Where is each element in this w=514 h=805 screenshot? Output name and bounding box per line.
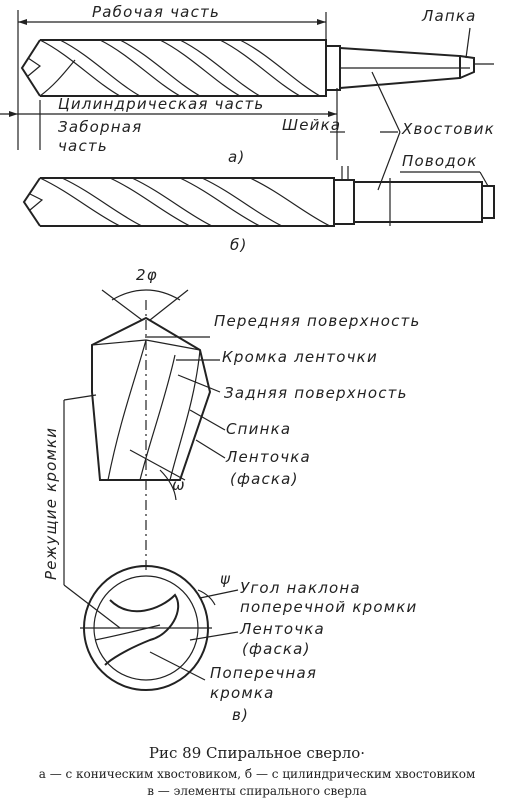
label-b: б) — [230, 236, 248, 254]
label-rabochaya-chast: Рабочая часть — [92, 3, 220, 21]
label-spinka: Спинка — [226, 420, 291, 438]
label-hvostovik: Хвостовик — [401, 120, 495, 138]
label-lapka: Лапка — [421, 7, 477, 25]
label-ugol-naklona: Угол наклона — [240, 579, 361, 597]
label-sheika: Шейка — [282, 116, 341, 134]
label-omega: ω — [172, 476, 186, 494]
drill-c — [63, 289, 239, 691]
drill-b — [22, 166, 495, 227]
drill-a — [0, 10, 494, 191]
label-2phi: 2φ — [136, 266, 158, 284]
label-a: а) — [228, 148, 245, 166]
label-cilindricheskaya-chast: Цилиндрическая часть — [58, 95, 264, 113]
label-povodok: Поводок — [402, 152, 477, 170]
label-kromka: кромка — [210, 684, 275, 702]
label-faska: (фаска) — [230, 470, 299, 488]
figure-title: Рис 89 Спиральное сверло· — [148, 744, 366, 762]
label-rezhushie-kromki: Режущие кромки — [42, 427, 60, 580]
label-faska-2: (фаска) — [242, 640, 311, 658]
label-lentochka: Ленточка — [225, 448, 311, 466]
label-perednyaya: Передняя поверхность — [214, 312, 421, 330]
figure-caption-line1: а — с коническим хвостовиком, б — с цили… — [38, 767, 476, 781]
label-kromka-lentochki: Кромка ленточки — [222, 348, 378, 366]
label-psi: ψ — [220, 570, 231, 588]
figure-caption-line2: в — элементы спирального сверла — [147, 784, 367, 798]
label-zabornaya: Заборная — [58, 118, 142, 136]
label-zadnyaya: Задняя поверхность — [224, 384, 408, 402]
label-poperechnaya: Поперечная — [210, 664, 317, 682]
label-zabornaya-chast: часть — [58, 137, 108, 155]
label-lentochka-2: Ленточка — [239, 620, 325, 638]
label-poperechnoi-kromki: поперечной кромки — [240, 598, 417, 616]
label-v: в) — [232, 706, 249, 724]
